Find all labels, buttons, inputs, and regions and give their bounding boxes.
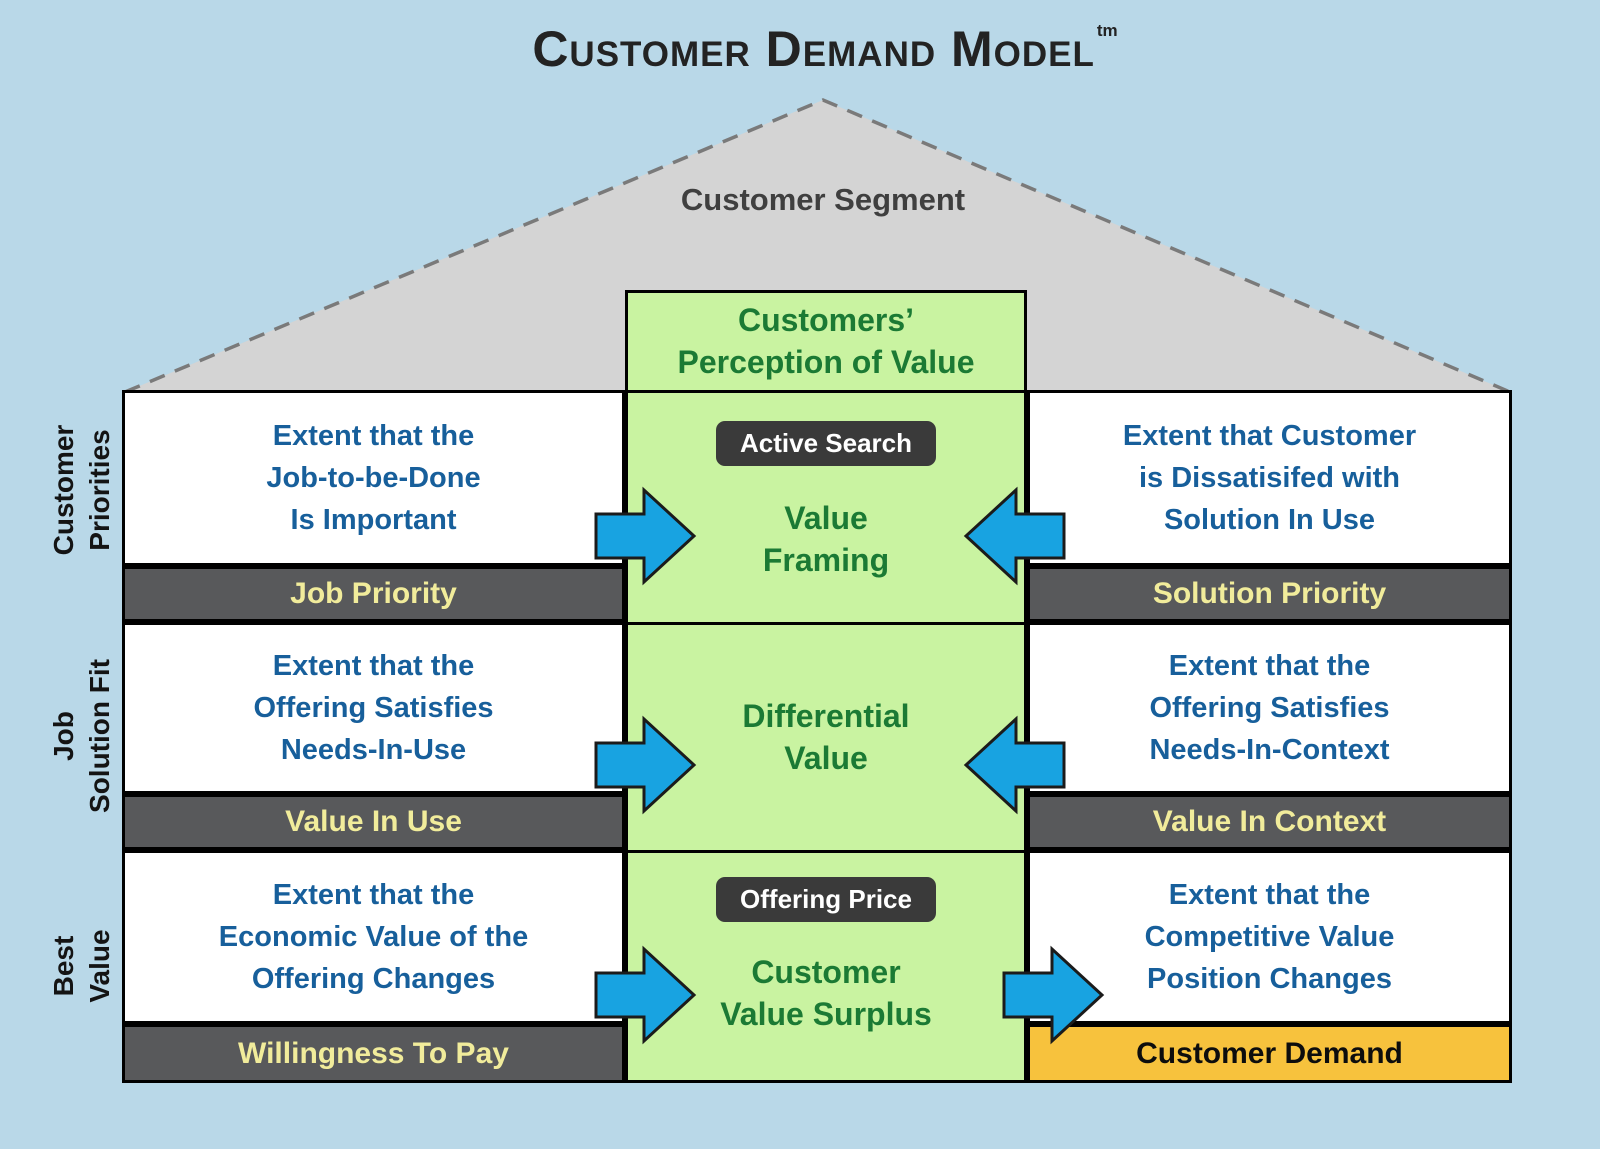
best-value-side-label: Best Value (48, 929, 115, 1003)
competitive-position-box: Extent that the Competitive Value Positi… (1027, 850, 1512, 1024)
customer-value-surplus-label: Customer Value Surplus (720, 954, 932, 1032)
needs-in-context-box: Extent that the Offering Satisfies Needs… (1027, 622, 1512, 794)
solution-priority-bar: Solution Priority (1027, 566, 1512, 622)
value-in-context-bar: Value In Context (1027, 794, 1512, 850)
value-in-use-bar: Value In Use (122, 794, 625, 850)
customer-segment-label: Customer Segment (680, 182, 966, 217)
active-search-badge: Active Search (716, 421, 936, 466)
offering-price-badge: Offering Price (716, 877, 936, 922)
willingness-to-pay-bar: Willingness To Pay (122, 1024, 625, 1083)
perception-of-value-label: Customers’ Perception of Value (677, 301, 975, 380)
center-column: Customers’ Perception of Value Active Se… (625, 290, 1027, 1083)
trademark-mark: tm (1096, 21, 1118, 40)
roof-fill (125, 100, 1510, 392)
customer-value-surplus-section: Offering Price Customer Value Surplus (628, 850, 1024, 1080)
value-framing-label: Value Framing (762, 500, 890, 578)
perception-of-value-header: Customers’ Perception of Value (628, 293, 1024, 390)
dissatisfied-solution-box: Extent that Customer is Dissatisifed wit… (1027, 390, 1512, 566)
page-title-text: Customer Demand Model (532, 21, 1095, 77)
value-framing-section: Active Search Value Framing (628, 390, 1024, 622)
job-importance-box: Extent that the Job-to-be-Done Is Import… (122, 390, 625, 566)
needs-in-use-box: Extent that the Offering Satisfies Needs… (122, 622, 625, 794)
differential-value-label: Differential Value (742, 697, 910, 776)
customer-demand-bar: Customer Demand (1027, 1024, 1512, 1083)
job-solution-fit-side-label: Job Solution Fit (48, 659, 115, 813)
customer-priorities-side-label: Customer Priorities (48, 424, 115, 556)
economic-value-box: Extent that the Economic Value of the Of… (122, 850, 625, 1024)
roof-dashed-border (124, 98, 1511, 394)
differential-value-section: Differential Value (628, 622, 1024, 850)
job-priority-bar: Job Priority (122, 566, 625, 622)
